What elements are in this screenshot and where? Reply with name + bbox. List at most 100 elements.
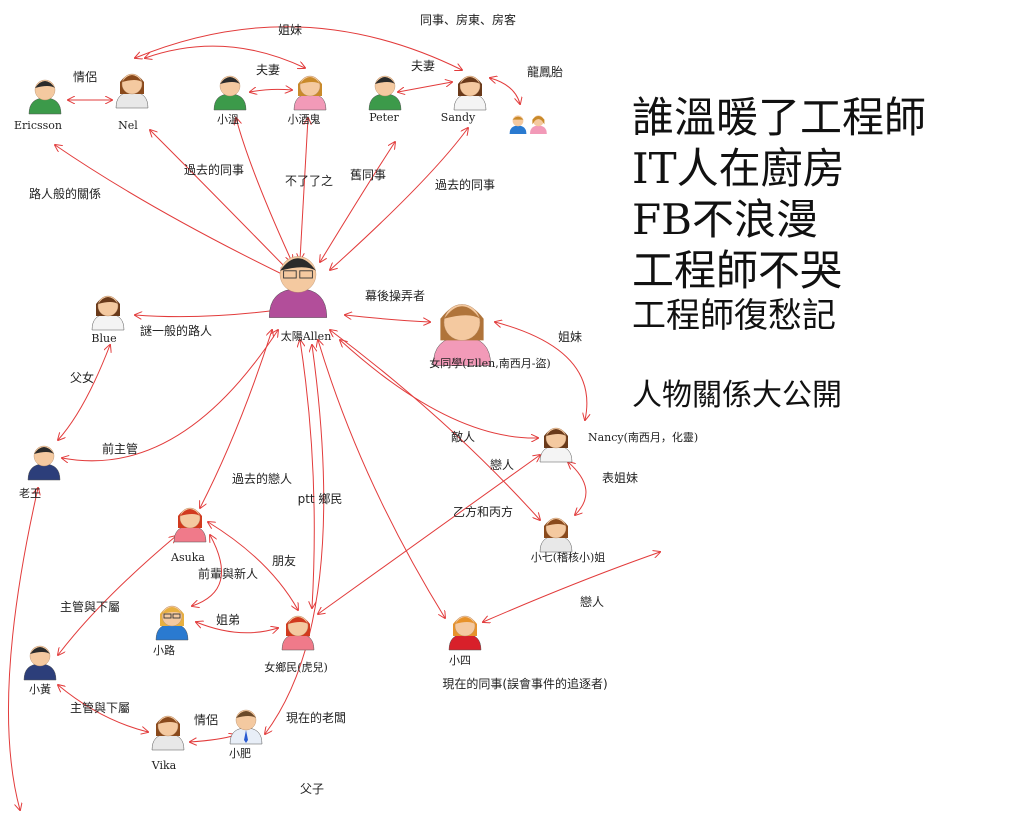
person-name-nel: Nel <box>118 119 138 132</box>
title-line: 工程師復愁記 <box>632 296 836 336</box>
man-avatar-icon <box>368 75 402 111</box>
person-name-xiaojiugui: 小酒鬼 <box>288 112 321 126</box>
relation-label: 表姐妹 <box>602 471 638 485</box>
person-name-xiaolu: 小路 <box>153 644 175 657</box>
relation-edges <box>7 26 660 810</box>
woman-avatar-icon <box>173 507 207 543</box>
relation-edge-peter-sandy <box>398 82 452 92</box>
relation-edge-allen-xiaosi <box>318 340 445 618</box>
man-with-glasses-avatar-icon <box>268 256 328 318</box>
woman-avatar-icon <box>91 295 125 331</box>
person-name-blue: Blue <box>91 332 116 345</box>
relation-label: 夫妻 <box>256 63 280 77</box>
relation-label: 父女 <box>70 370 94 385</box>
woman-avatar-icon <box>539 517 573 553</box>
relation-label: 龍鳳胎 <box>527 64 563 79</box>
relation-edge-nvxiangmin-nancy <box>318 455 540 614</box>
person-name-xiaosi: 小四 <box>449 654 471 667</box>
man-avatar-icon <box>28 79 62 115</box>
man-in-suit-avatar-icon <box>27 445 61 481</box>
person-name-xiaofei: 小肥 <box>229 747 251 760</box>
relation-label: 戀人 <box>490 457 514 472</box>
relation-edge-xiaoqi-xiaosi <box>483 552 660 622</box>
title-line: IT人在廚房 <box>632 144 845 193</box>
relation-edge-allen-xiaojiugui <box>300 118 308 260</box>
twin-kids-icon <box>509 115 547 134</box>
relation-label: 前主管 <box>102 441 138 456</box>
relation-edge-nel-xiaojiugui <box>145 45 305 68</box>
relation-edge-allen-blue <box>135 310 278 317</box>
woman-avatar-icon <box>539 427 573 463</box>
person-name-sandy: Sandy <box>441 111 476 124</box>
person-name-ellen: 女同學(Ellen,南西月-盜) <box>429 356 550 370</box>
relation-edge-laowang-xiaosi <box>7 488 38 810</box>
relation-label: 過去的戀人 <box>232 471 292 486</box>
relation-edge-allen-ericsson <box>55 145 290 278</box>
relation-label: 同事、房東、房客 <box>420 12 516 27</box>
relation-label: 父子 <box>300 782 324 796</box>
relation-edge-blue-laowang <box>58 345 110 440</box>
relation-edge-allen-peter <box>320 142 395 262</box>
relation-label: 主管與下屬 <box>60 599 120 614</box>
relation-label: 現在的同事(誤會事件的追逐者) <box>442 676 607 691</box>
relation-edge-allen-laowang <box>62 330 278 461</box>
relation-label: 過去的同事 <box>435 177 495 192</box>
person-name-vika: Vika <box>151 759 177 772</box>
title-block: 誰溫暖了工程師 IT人在廚房 FB不浪漫 工程師不哭 工程師復愁記 人物關係大公… <box>632 92 926 414</box>
person-name-ericsson: Ericsson <box>14 119 62 132</box>
man-avatar-icon <box>213 75 247 111</box>
relation-label: 前輩與新人 <box>198 566 258 581</box>
person-name-nancy: Nancy(南西月，化靈) <box>588 430 698 444</box>
relation-label: 姐弟 <box>216 613 240 627</box>
woman-avatar-icon <box>281 615 315 651</box>
relation-label: 姐妹 <box>278 23 302 37</box>
relation-label: 朋友 <box>272 554 296 568</box>
person-name-laowang: 老王 <box>19 487 41 500</box>
title-line: 工程師不哭 <box>632 246 843 295</box>
woman-avatar-icon <box>453 75 487 111</box>
person-name-allen: 太陽Allen <box>281 330 332 343</box>
person-name-asuka: Asuka <box>170 551 205 564</box>
relation-label: 主管與下屬 <box>70 700 130 715</box>
relation-edge-asuka-xiaohuang <box>58 536 176 655</box>
relation-label: 路人般的關係 <box>29 186 101 201</box>
person-name-xiaoqi: 小七(稽核小)姐 <box>531 550 606 564</box>
relation-label: 姐妹 <box>558 330 582 344</box>
relation-edge-allen-xiaofei <box>265 345 325 734</box>
woman-avatar-icon <box>151 715 185 751</box>
woman-avatar-icon <box>293 75 327 111</box>
woman-avatar-icon <box>115 73 149 109</box>
relation-label: ptt 鄉民 <box>298 492 343 506</box>
relation-labels: 情侶姐妹夫妻夫妻同事、房東、房客龍鳳胎路人般的關係過去的同事不了了之舊同事過去的… <box>29 12 638 796</box>
woman-with-glasses-avatar-icon <box>155 605 189 641</box>
person-name-xiaohuang: 小黃 <box>29 683 51 696</box>
relation-label: 夫妻 <box>411 59 435 73</box>
relation-label: 不了了之 <box>285 174 333 188</box>
relation-edge-nancy-xiaoqi <box>568 462 587 515</box>
man-with-tie-avatar-icon <box>229 709 263 745</box>
relation-label: 舊同事 <box>350 167 386 182</box>
relation-label: 情侶 <box>194 713 218 727</box>
relation-label: 乙方和丙方 <box>453 504 513 519</box>
relation-edge-allen-nvxiangmin <box>300 340 314 608</box>
relation-edge-xiaowen-xiaojiugui <box>250 89 292 92</box>
person-name-xiaowen: 小溫 <box>217 112 239 126</box>
title-line: FB不浪漫 <box>632 195 819 244</box>
man-in-suit-avatar-icon <box>23 645 57 681</box>
relation-edge-sandy-twins <box>490 78 520 104</box>
relation-edge-allen-ellen <box>345 315 430 322</box>
relation-label: 敵人 <box>451 429 475 444</box>
person-name-peter: Peter <box>369 111 399 124</box>
relation-edge-nel-sandy <box>135 26 462 70</box>
title-line: 誰溫暖了工程師 <box>632 93 927 142</box>
subtitle: 人物關係大公開 <box>632 378 842 413</box>
relation-label: 過去的同事 <box>184 162 244 177</box>
relation-edge-allen-sandy <box>330 128 468 270</box>
relation-label: 情侶 <box>73 70 97 84</box>
woman-avatar-icon <box>448 615 482 651</box>
person-name-nvxiangmin: 女鄉民(虎兒) <box>264 660 328 674</box>
relation-label: 現在的老闆 <box>286 710 346 725</box>
relation-edge-xiaohuang-vika <box>58 685 148 732</box>
people-nodes: Ericsson Nel 小溫 小酒鬼 Peter Sandy 太陽Allen Blue 女同學… <box>14 73 698 772</box>
